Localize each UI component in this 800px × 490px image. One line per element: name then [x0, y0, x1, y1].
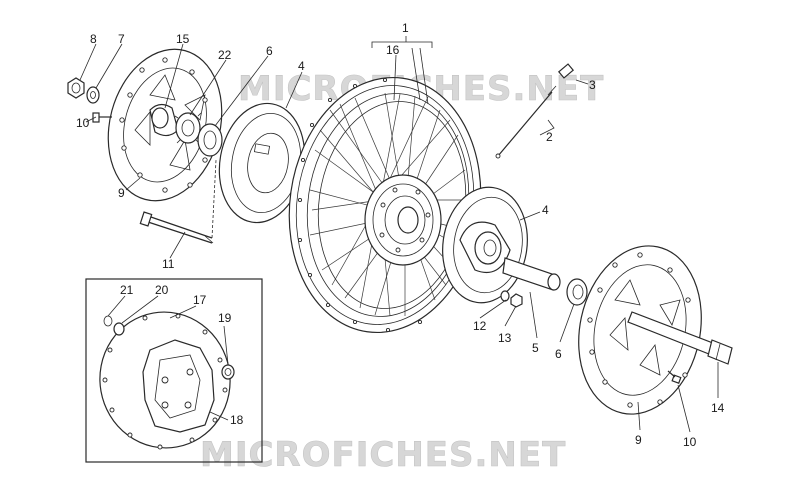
callout-10-left: 10: [76, 116, 90, 130]
washer-7: [86, 86, 100, 104]
callout-8: 8: [90, 32, 97, 46]
inset-carrier-18: [142, 339, 215, 433]
callout-9-left: 9: [118, 186, 125, 200]
watermark-bottom: MICROFICHES.NET: [200, 435, 566, 475]
callout-12: 12: [473, 319, 487, 333]
callout-9-right: 9: [635, 433, 642, 447]
axle-alignment-line: [211, 159, 217, 239]
inset-circlip-21: [103, 315, 113, 327]
callout-13: 13: [498, 331, 512, 345]
nut-13: [510, 293, 523, 308]
bearing-6-right: [566, 278, 588, 306]
right-brake-disc: [578, 245, 702, 415]
callout-21: 21: [120, 283, 134, 297]
callout-18: 18: [230, 413, 244, 427]
washer-12: [500, 290, 510, 302]
bearing-6-left: [197, 123, 223, 157]
bolt-10-right: [667, 370, 682, 384]
callout-22: 22: [218, 48, 232, 62]
callout-5: 5: [532, 341, 539, 355]
callout-17: 17: [193, 293, 207, 307]
callout-4-right: 4: [542, 203, 549, 217]
axle-14: [627, 311, 733, 365]
callout-11: 11: [162, 257, 175, 271]
spoke-nipple-3: [557, 63, 575, 79]
callout-15: 15: [176, 32, 190, 46]
callout-6-left: 6: [266, 44, 273, 58]
callout-2: 2: [546, 130, 553, 144]
callout-16: 16: [386, 43, 400, 57]
callout-20: 20: [155, 283, 169, 297]
leader-lines: [79, 36, 719, 433]
callout-19: 19: [218, 311, 232, 325]
inset-washer-20: [113, 322, 125, 336]
callout-7: 7: [118, 32, 125, 46]
callout-labels: 8 7 10 15 22 6 4 9 11 1 16 3 2 4 12 13 5…: [76, 21, 725, 449]
hub-flange-15: [149, 103, 179, 137]
inset-box: [85, 278, 263, 463]
sprocket-22: [174, 112, 202, 144]
callout-4-left: 4: [298, 59, 305, 73]
spoked-wheel-16: [288, 76, 482, 334]
inset-bolt-19: [221, 364, 235, 380]
callout-6-right: 6: [555, 347, 562, 361]
spacer-5: [502, 257, 561, 291]
bolt-10-left: [92, 112, 112, 123]
spoke-2: [495, 85, 557, 159]
callout-14: 14: [711, 401, 725, 415]
axle-11: [139, 211, 214, 244]
callout-1: 1: [402, 21, 409, 35]
callout-3: 3: [589, 78, 596, 92]
nut-8: [67, 77, 85, 99]
callout-10-right: 10: [683, 435, 697, 449]
